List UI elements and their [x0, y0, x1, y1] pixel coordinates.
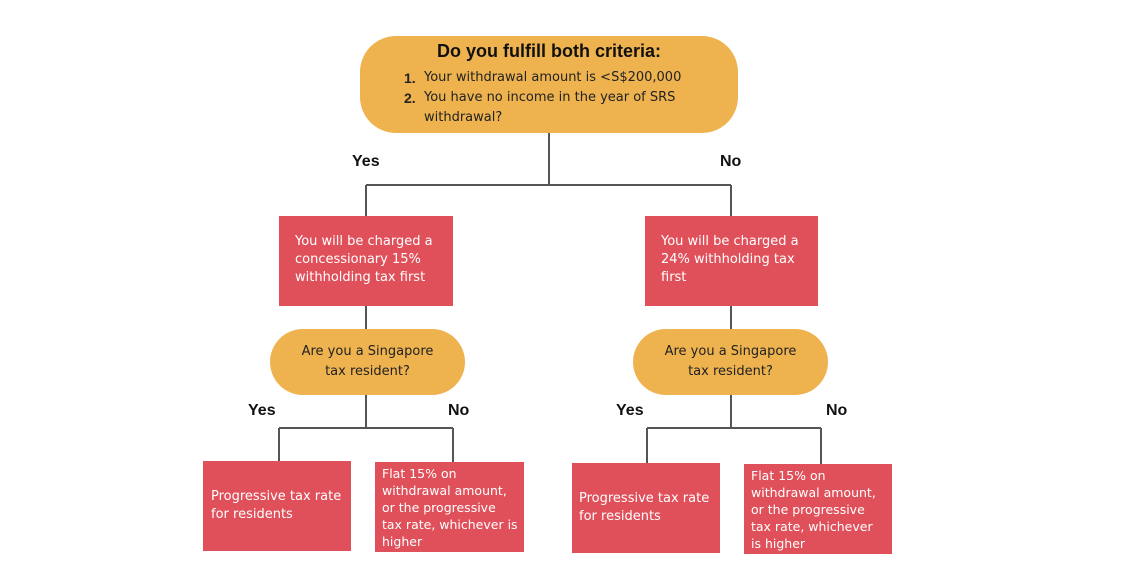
- left-no-label: No: [448, 402, 470, 419]
- branch-label-yes: Yes: [352, 153, 380, 170]
- right-question-pill: Are you a Singapore tax resident?: [633, 329, 828, 395]
- criteria-number: 2.: [404, 90, 416, 106]
- criteria-text: You have no income in the year of SRS wi…: [424, 90, 676, 125]
- left-no-outcome-box: Flat 15% on withdrawal amount, or the pr…: [375, 462, 524, 552]
- right-yes-outcome-box: Progressive tax rate for residents: [572, 463, 720, 553]
- criteria-item: 1. Your withdrawal amount is <S$200,000: [404, 68, 694, 88]
- right-no-label: No: [826, 402, 848, 419]
- right-charge-box: You will be charged a 24% withholding ta…: [645, 216, 818, 306]
- right-no-outcome-text: Flat 15% on withdrawal amount, or the pr…: [751, 468, 876, 551]
- criteria-title: Do you fulfill both criteria:: [437, 41, 661, 61]
- left-yes-outcome-box: Progressive tax rate for residents: [203, 461, 351, 551]
- right-no-outcome-box: Flat 15% on withdrawal amount, or the pr…: [744, 464, 892, 554]
- left-question-pill: Are you a Singapore tax resident?: [270, 329, 465, 395]
- criteria-item: 2. You have no income in the year of SRS…: [404, 88, 694, 128]
- left-no-outcome-text: Flat 15% on withdrawal amount, or the pr…: [382, 466, 518, 549]
- criteria-list: 1. Your withdrawal amount is <S$200,000 …: [404, 68, 694, 128]
- left-yes-label: Yes: [248, 402, 276, 419]
- left-yes-outcome-text: Progressive tax rate for residents: [211, 489, 342, 522]
- criteria-text: Your withdrawal amount is <S$200,000: [424, 70, 682, 85]
- left-charge-box: You will be charged a concessionary 15% …: [279, 216, 453, 306]
- right-question-text: Are you a Singapore tax resident?: [664, 344, 797, 379]
- left-charge-text: You will be charged a concessionary 15% …: [295, 234, 433, 285]
- criteria-pill: Do you fulfill both criteria: 1. Your wi…: [360, 36, 738, 133]
- left-question-text: Are you a Singapore tax resident?: [301, 344, 434, 379]
- branch-label-no: No: [720, 153, 742, 170]
- right-yes-label: Yes: [616, 402, 644, 419]
- criteria-number: 1.: [404, 70, 416, 86]
- right-charge-text: You will be charged a 24% withholding ta…: [661, 234, 799, 285]
- right-yes-outcome-text: Progressive tax rate for residents: [579, 491, 710, 524]
